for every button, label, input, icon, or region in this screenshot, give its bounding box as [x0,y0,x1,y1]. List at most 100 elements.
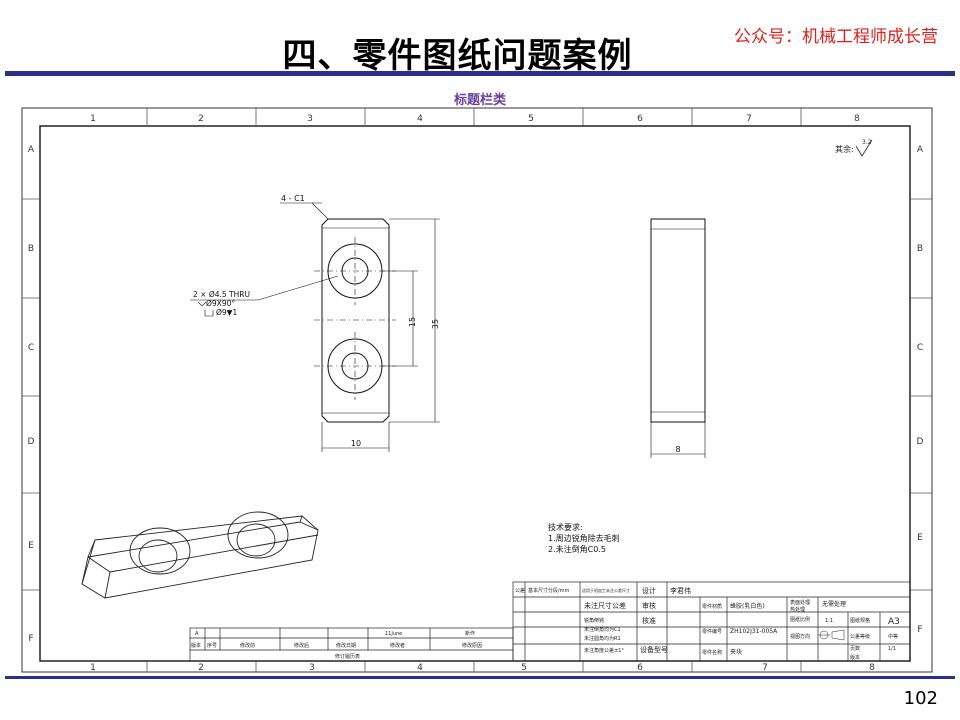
col-label: 7 [746,114,752,124]
tb-part-name-label: 零件名称 [702,649,722,656]
slide-title: 四、零件图纸问题案例 [282,36,633,76]
isometric-view [81,511,319,599]
col-label: 4 [417,114,423,124]
rev-h-no: 序号 [207,642,217,649]
col-label: 2 [198,114,204,124]
tb-untol-b: 未注倒角均为C1 [584,626,621,633]
tb-designer: 李君伟 [670,586,691,595]
rev-h-date: 修改日期 [336,642,356,649]
hole-callout-3: Ø9▼1 [216,308,237,317]
row-label: F [28,634,33,644]
title-block [512,581,911,662]
title-rule [5,71,955,76]
rev-h-ver: 版本 [191,642,201,649]
slide-subtitle: 标题栏类 [453,93,506,108]
row-label: E [917,533,923,543]
wechat-account-label: 公众号：机械工程师成长营 [734,27,938,47]
col-label: 8 [869,663,875,673]
tb-untol-label: 未注尺寸公差 [584,601,626,610]
row-label: C [917,343,923,353]
tb-scale: 1:1 [825,618,833,624]
tb-grade: 中等 [888,633,898,640]
row-label: A [28,145,35,155]
revision-block [189,627,514,662]
col-label: 1 [90,663,96,673]
dim-10: 10 [351,439,361,448]
roughness-value: 3.2 [862,139,872,146]
rev-date: 11June [385,631,402,637]
tb-surface: 无需处理 [822,600,846,608]
tb-untol-d: 未注角度公差±1° [584,647,624,654]
tb-size-label: 图纸规格 [850,617,870,624]
tb-tol-label: 公差 [515,587,525,594]
dim-15: 15 [408,317,417,327]
rev-footer: 修订履历表 [335,653,360,660]
tb-view-label: 视图方向 [790,633,810,640]
col-label: 5 [528,114,534,124]
tb-material: 蜂胶(乳白色) [730,602,765,610]
dim-8: 8 [675,445,680,454]
chamfer-callout: 4 - C1 [281,194,305,203]
tech-requirement-2: 2.未注倒角C0.5 [548,544,606,554]
dim-35: 35 [431,319,440,329]
col-label: 8 [854,114,860,124]
tb-surface-label: 表面处理 [790,599,810,606]
front-dimensions [190,202,440,452]
row-label: E [28,541,34,551]
col-label: 5 [521,663,527,673]
roughness-symbol [855,139,873,157]
footer-rule [5,676,955,679]
tb-tol-note: 适用于机加工未注公差尺寸 [582,587,630,593]
row-label: D [917,437,924,447]
tb-device-label: 设备型号 [640,645,668,654]
col-label: 6 [637,663,643,673]
counterbore-symbol [204,310,214,317]
tb-design-label: 设计 [642,586,656,595]
row-label: B [28,244,34,254]
col-label: 3 [307,114,313,124]
tb-size: A3 [888,617,900,627]
tb-approve-label: 核准 [642,616,656,625]
tech-requirement-1: 1.周边锐角除去毛刺 [548,533,620,543]
row-label: B [917,244,923,254]
tb-untol-c: 未注圆角均为R1 [584,635,621,642]
sheet-outer-border [21,107,933,673]
row-label: D [28,437,35,447]
tb-version-label: 版本 [850,654,860,661]
row-label: F [917,625,922,635]
row-label: A [917,145,924,155]
tb-grade-label: 公差等级 [850,633,870,640]
tb-part-no-label: 零件编号 [702,628,722,635]
sheet-inner-border [39,125,911,662]
countersink-symbol [197,301,207,307]
rev-new: 新作 [465,630,475,637]
rev-h-before: 修改前 [240,642,255,649]
col-label: 1 [90,114,96,124]
rev-a: A [195,631,199,637]
page-number: 102 [903,688,938,709]
hole-callout-1: 2 × Ø4.5 THRU [193,290,250,299]
rev-h-by: 修改者 [390,642,405,649]
col-label: 7 [762,663,768,673]
tb-review-label: 审核 [642,601,656,610]
zone-ticks [22,108,932,672]
roughness-label: 其余: [835,144,854,154]
tb-heat-label: 热处理 [790,606,805,613]
rev-h-after: 修改后 [294,642,309,649]
hole-callout-2: Ø9X90° [206,299,235,308]
tb-pages-label: 页数 [850,645,860,652]
tb-pages: 1/1 [888,646,896,652]
tb-scale-label: 图纸比例 [790,616,810,623]
front-view [314,218,396,423]
tb-basic-size: 基本尺寸分段/mm [528,587,570,594]
projection-symbol [818,629,845,641]
row-label: C [28,343,34,353]
col-label: 2 [198,663,204,673]
tb-part-no: ZH102J31-005A [730,628,778,635]
col-label: 3 [309,663,315,673]
tb-material-label: 零件材质 [702,603,722,610]
rev-h-reason: 修改原因 [462,642,482,649]
tb-untol-a: 锐角倒钝 [584,617,604,624]
tech-requirements-title: 技术要求: [548,522,583,532]
